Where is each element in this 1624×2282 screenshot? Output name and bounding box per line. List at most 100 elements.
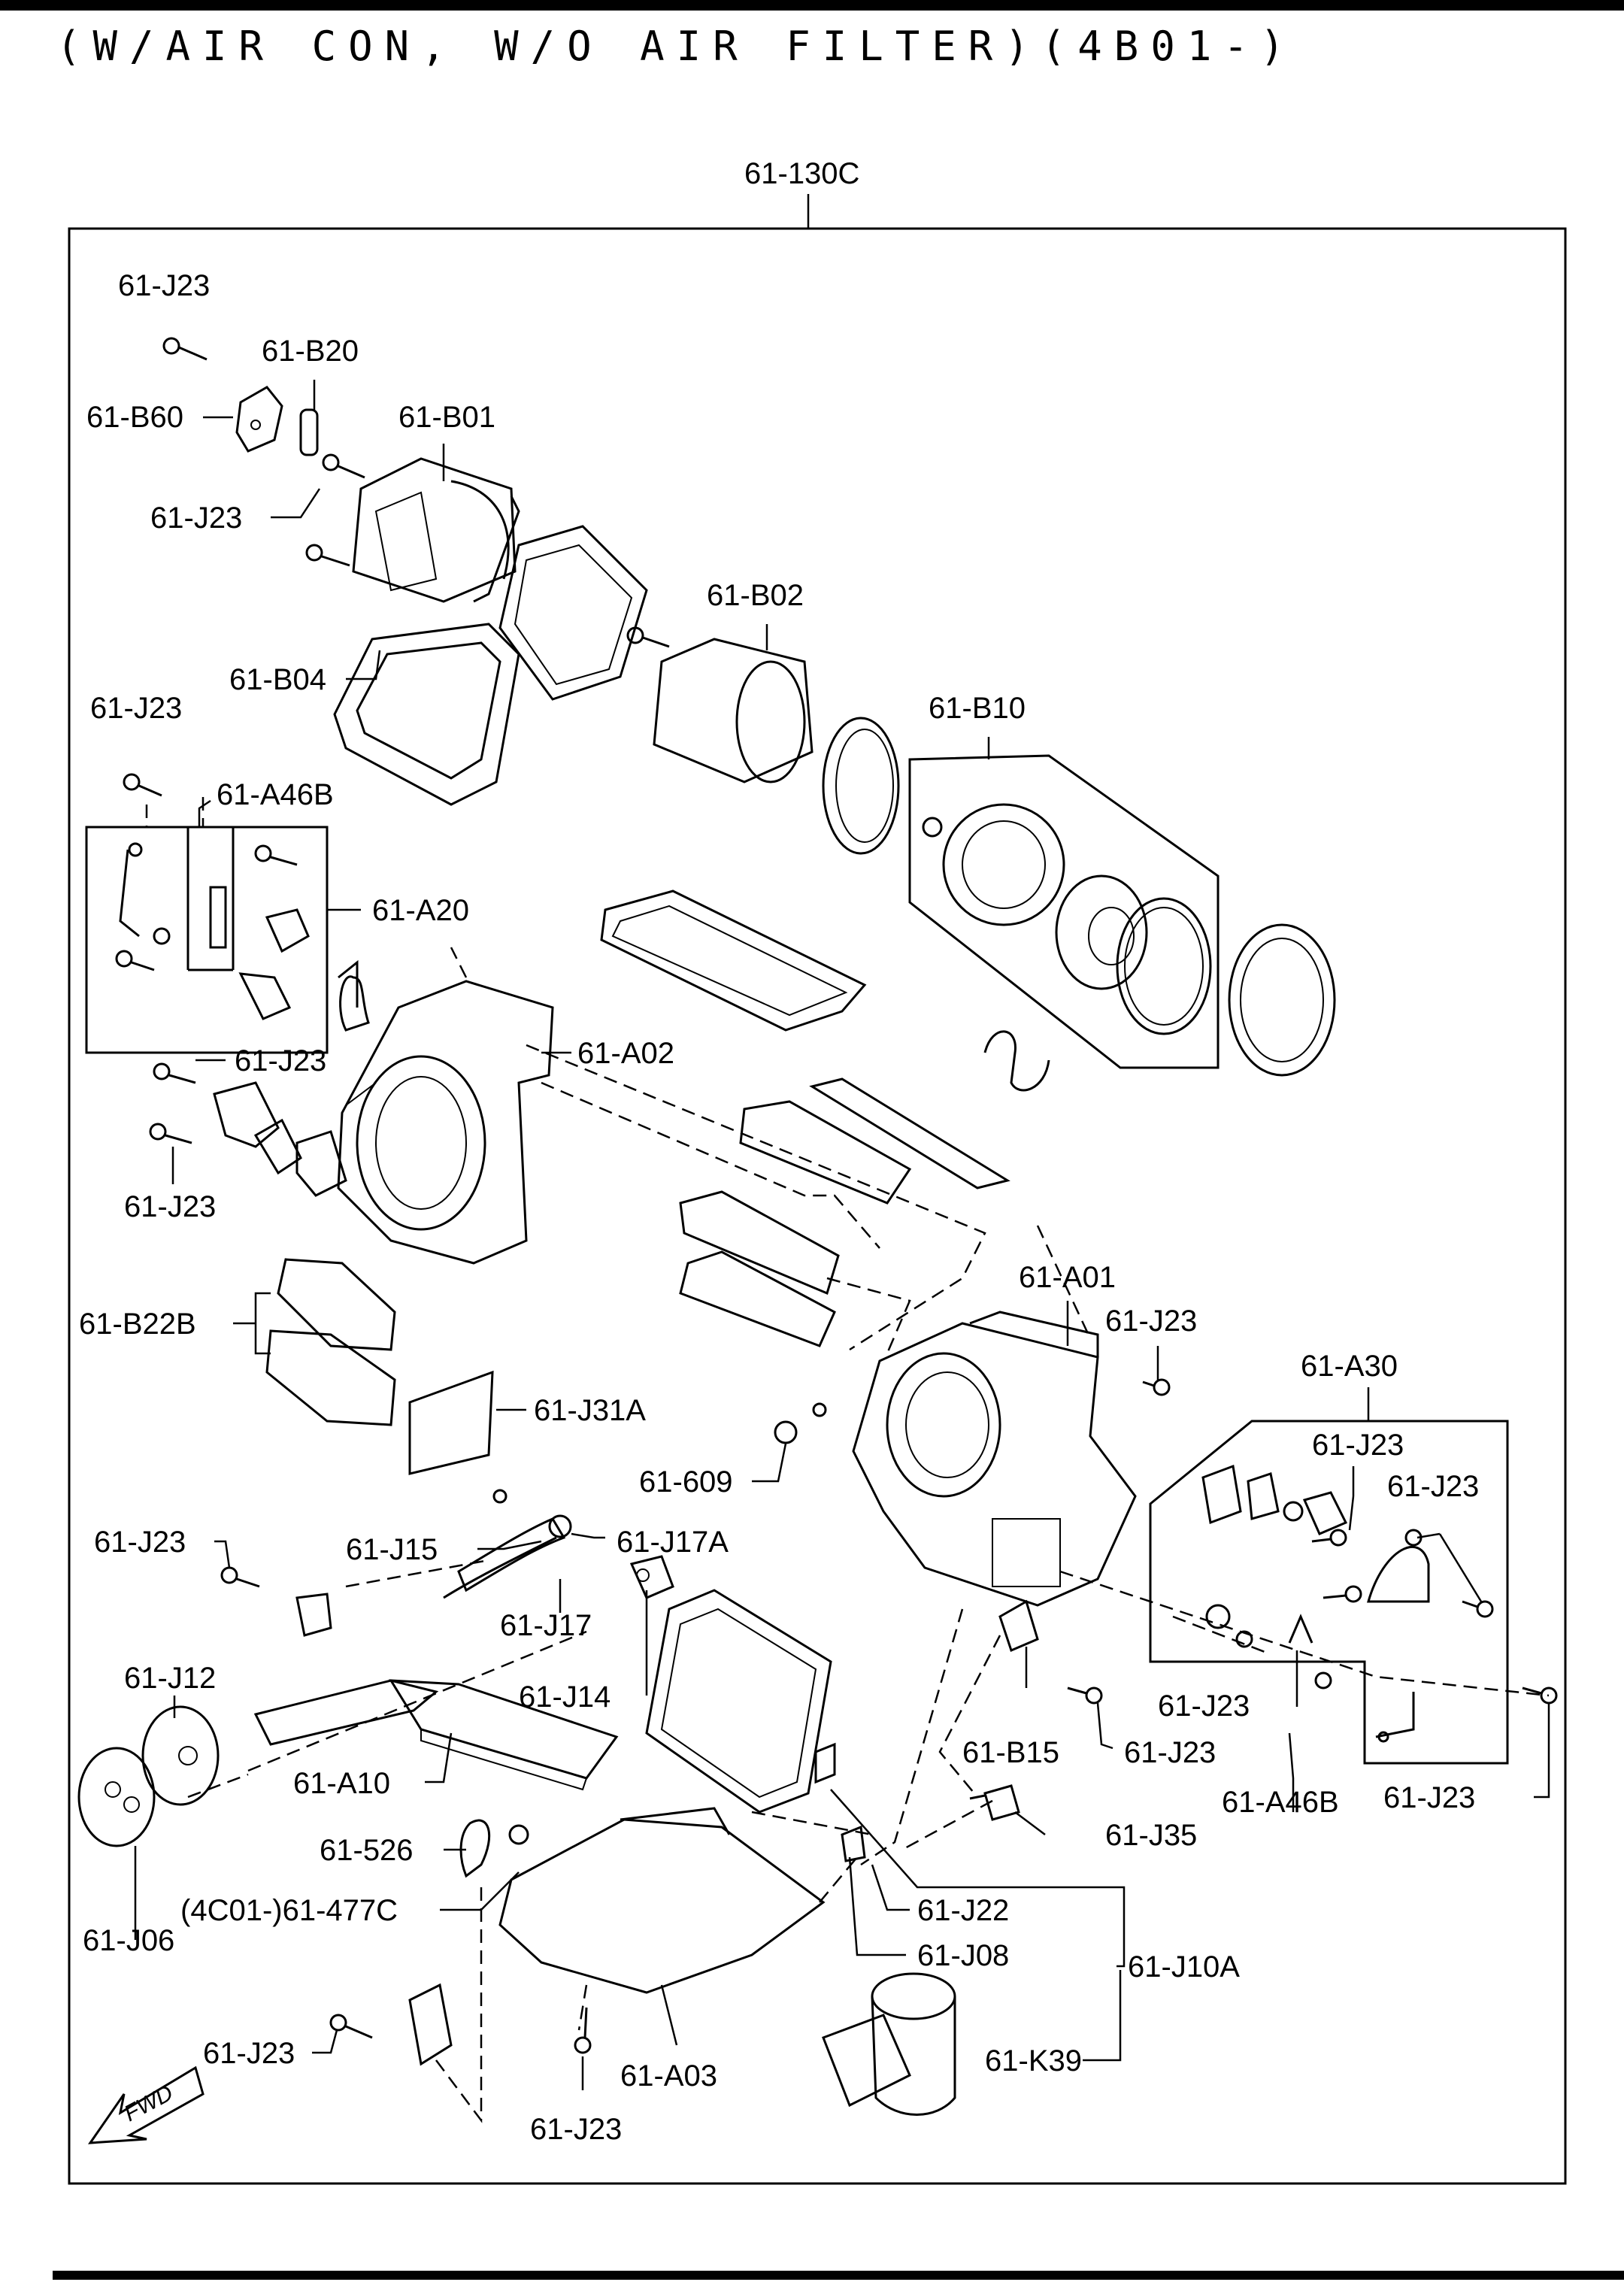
seal-a20 [339, 975, 370, 1032]
callout-j23-b: 61-J23 [150, 502, 242, 535]
callout-labels: 61-J23 61-B20 61-B60 61-B01 61-J23 61-B0… [79, 269, 1479, 2146]
screw-j35 [969, 1784, 1020, 1821]
filter-j31a [408, 1370, 494, 1475]
grille-panel [498, 525, 648, 701]
pipe-j15 [443, 1489, 572, 1599]
filter-strip-2 [679, 1190, 840, 1347]
fwd-arrow-icon: FWD [87, 2065, 205, 2144]
callout-j23-l: 61-J23 [1383, 1781, 1475, 1814]
blower-fan [922, 803, 1065, 926]
callout-b60: 61-B60 [86, 401, 183, 434]
valve-j14 [629, 1555, 674, 1599]
callout-a20: 61-A20 [372, 894, 469, 927]
b10-outline [908, 754, 1220, 1069]
callout-a02: 61-A02 [577, 1037, 674, 1070]
case-a02 [337, 959, 554, 1265]
callout-b22b: 61-B22B [79, 1308, 196, 1341]
screw-j23-i [220, 1566, 260, 1588]
screw-j23-n [574, 2007, 592, 2054]
screw-j23-b [305, 453, 365, 567]
evaporator [645, 1589, 832, 1814]
filter-strip-1 [739, 1077, 1010, 1205]
callout-j23-k: 61-J23 [1124, 1736, 1216, 1769]
callout-609: 61-609 [639, 1465, 733, 1499]
part-b20 [299, 408, 319, 456]
callout-j31a: 61-J31A [534, 1394, 646, 1427]
page-title: (W/AIR CON, W/O AIR FILTER)(4B01-) [56, 23, 1297, 70]
svg-text:FWD: FWD [120, 2080, 177, 2126]
top-rule [0, 0, 1624, 11]
callout-b04: 61-B04 [229, 663, 326, 696]
callout-j23-i: 61-J23 [94, 1526, 186, 1559]
filter-b22b [265, 1258, 396, 1426]
heater-core-a10 [253, 1679, 619, 1791]
case-a01 [852, 1311, 1137, 1607]
a30-components [1201, 1464, 1494, 1743]
callout-j17a: 61-J17A [617, 1526, 729, 1559]
assembly-frame [68, 227, 1567, 2185]
motor-ring [1116, 897, 1212, 1035]
seal-j06 [77, 1747, 156, 1847]
bottom-rule [53, 2271, 1624, 2280]
callout-j06: 61-J06 [83, 1924, 174, 1957]
sensor-j22 [814, 1742, 836, 1784]
callout-b10: 61-B10 [929, 692, 1026, 725]
connector-j08 [841, 1825, 866, 1862]
motor-cover [1228, 923, 1336, 1077]
callout-b20: 61-B20 [262, 335, 359, 368]
callout-j14: 61-J14 [519, 1680, 611, 1714]
lower-case-a03 [498, 1807, 826, 1994]
plate-j12 [141, 1705, 220, 1806]
callout-a10: 61-A10 [293, 1767, 390, 1800]
a20-components [115, 842, 310, 1020]
callout-j23-n: 61-J23 [530, 2113, 622, 2146]
callout-j15: 61-J15 [346, 1533, 438, 1566]
bracket-j23 [295, 1593, 332, 1637]
clip-j23-m [329, 1983, 453, 2066]
leader-lines [134, 380, 1550, 2090]
blower-k39 [822, 1972, 956, 2116]
callout-j17: 61-J17 [500, 1609, 592, 1642]
callout-j08: 61-J08 [917, 1939, 1009, 1972]
callout-j23-a: 61-J23 [118, 269, 210, 302]
callout-a03: 61-A03 [620, 2059, 717, 2093]
screw-j23-outside [1522, 1686, 1558, 1705]
part-b60 [235, 386, 283, 453]
actuator-plates [213, 1081, 347, 1197]
blower-motor [1055, 874, 1148, 990]
callout-j35: 61-J35 [1105, 1819, 1197, 1852]
callout-a30: 61-A30 [1301, 1350, 1398, 1383]
callout-j23-h: 61-J23 [1387, 1470, 1479, 1503]
callout-j23-m: 61-J23 [203, 2037, 295, 2070]
callout-k39: 61-K39 [985, 2044, 1082, 2077]
upper-case-b01 [352, 457, 520, 603]
callout-a46b-a: 61-A46B [217, 778, 334, 811]
ring-seal [822, 717, 900, 855]
assembly-label: 61-130C [744, 157, 859, 190]
callout-j10a: 61-J10A [1128, 1950, 1240, 1983]
callout-j22: 61-J22 [917, 1894, 1009, 1927]
filter-frame-b04 [333, 623, 520, 806]
callout-b01: 61-B01 [398, 401, 495, 434]
callout-j23-e: 61-J23 [124, 1190, 216, 1223]
callout-a46b-b: 61-A46B [1222, 1786, 1339, 1819]
callout-j23-d: 61-J23 [235, 1044, 326, 1077]
lower-case-b02 [626, 626, 814, 783]
callout-j23-g: 61-J23 [1312, 1429, 1404, 1462]
screw-j23-c [123, 773, 162, 797]
screw-j23-a [162, 337, 208, 361]
door-b15 [998, 1599, 1039, 1653]
callout-j23-c: 61-J23 [90, 692, 182, 725]
callout-526: 61-526 [320, 1834, 414, 1867]
screw-j23-d [149, 1062, 196, 1144]
screw-j23-e [1142, 1378, 1171, 1396]
drain-hose [983, 1030, 1050, 1092]
callout-b15: 61-B15 [962, 1736, 1059, 1769]
screw-j23-k [1067, 1686, 1103, 1705]
callout-j23-j: 61-J23 [1158, 1690, 1250, 1723]
callout-a01: 61-A01 [1019, 1261, 1116, 1294]
a30-box [1149, 1420, 1509, 1765]
callout-j23-f: 61-J23 [1105, 1305, 1197, 1338]
callout-b02: 61-B02 [707, 579, 804, 612]
